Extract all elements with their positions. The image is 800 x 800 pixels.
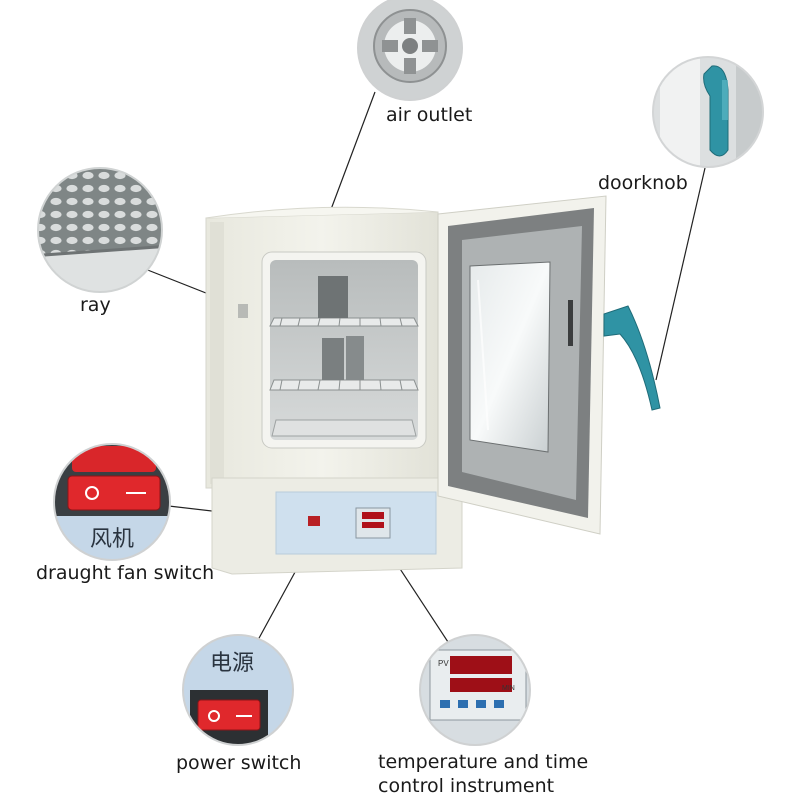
label-ray: ray <box>80 294 111 316</box>
label-power-switch: power switch <box>176 752 302 774</box>
inset-instrument: PV MIN <box>419 634 531 746</box>
fan-switch-text: 风机 <box>90 527 134 552</box>
inset-doorknob <box>652 56 764 168</box>
instrument-text-min: MIN <box>502 685 515 692</box>
oven-door <box>437 195 607 535</box>
label-draught-fan-switch: draught fan switch <box>36 562 215 584</box>
inset-tray <box>37 167 163 293</box>
inset-power-switch: 电源 <box>182 634 294 746</box>
instrument-text-pv: PV <box>438 659 449 668</box>
label-temperature-instrument: temperature and time control instrument <box>378 751 589 797</box>
door-handle <box>603 305 661 411</box>
ray-shelf-lower <box>269 379 419 391</box>
oven-chamber <box>261 251 427 449</box>
ray-shelf-upper <box>269 317 419 327</box>
leader-doorknob <box>655 167 706 381</box>
power-switch-text: 电源 <box>210 651 254 676</box>
leader-air-outlet <box>329 91 376 213</box>
fan-switch-small <box>308 516 320 526</box>
inset-air-outlet <box>357 0 463 101</box>
label-doorknob: doorknob <box>598 172 688 194</box>
label-air-outlet: air outlet <box>386 104 473 126</box>
inset-fan-switch: 风机 <box>53 443 171 561</box>
